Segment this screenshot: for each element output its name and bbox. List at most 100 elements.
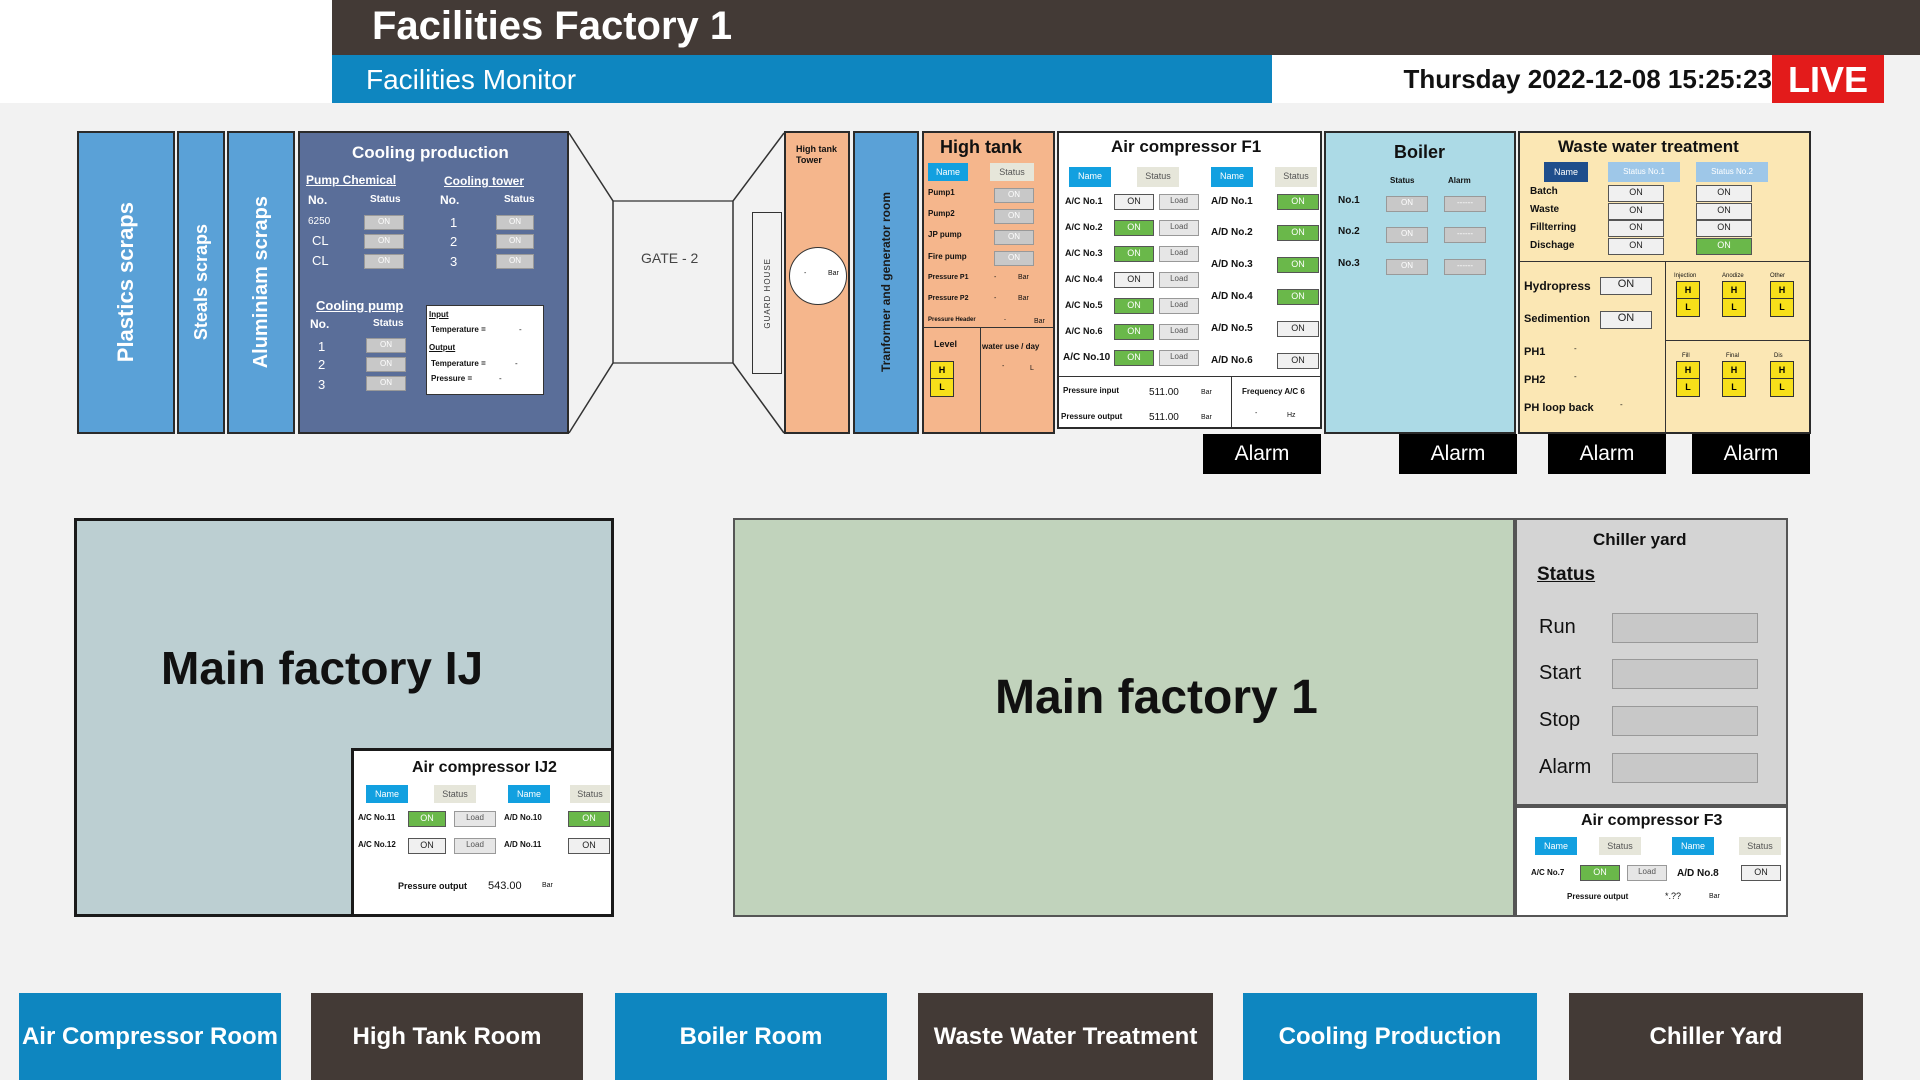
level-low: L	[1685, 302, 1691, 312]
waste-title: Waste water treatment	[1558, 137, 1739, 156]
level-high: H	[1723, 282, 1745, 299]
boiler-status-button[interactable]: ON	[1386, 259, 1428, 275]
ac-load-button[interactable]: Load	[1159, 220, 1199, 236]
aluminium-scraps-area[interactable]: Aluminiam scraps	[227, 131, 295, 434]
chiller-yard-panel[interactable]: Chiller yard Status Run Start Stop Alarm	[1515, 518, 1788, 806]
ac-status-button[interactable]: ON	[1114, 272, 1154, 288]
waste-status2-button[interactable]: ON	[1696, 238, 1752, 255]
nav-chiller-yard[interactable]: Chiller Yard	[1569, 993, 1863, 1080]
tank-status-button[interactable]: ON	[994, 230, 1034, 245]
ac-load-button[interactable]: Load	[1627, 865, 1667, 881]
waste-water-panel[interactable]: Waste water treatment Name Status No.1 S…	[1518, 131, 1811, 434]
ac-status-button[interactable]: ON	[408, 838, 446, 854]
chem-status-button[interactable]: ON	[364, 234, 404, 249]
ac-load-button[interactable]: Load	[1159, 324, 1199, 340]
tank-status-button[interactable]: ON	[994, 209, 1034, 224]
alarm-button-air-compressor[interactable]: Alarm	[1203, 434, 1321, 474]
pressure-header-value: -	[1004, 317, 1006, 323]
pump-status-button[interactable]: ON	[366, 357, 406, 372]
boiler-title: Boiler	[1394, 142, 1446, 162]
chiller-start-status	[1612, 659, 1758, 689]
ac-status-button[interactable]: ON	[1114, 194, 1154, 210]
nav-air-compressor-room[interactable]: Air Compressor Room	[19, 993, 281, 1080]
tank-status-button[interactable]: ON	[994, 188, 1034, 203]
ac-status-button[interactable]: ON	[1114, 350, 1154, 366]
high-tank-tower-panel[interactable]: High tank Tower - Bar	[784, 131, 850, 434]
logo-area	[0, 0, 332, 103]
ac-load-button[interactable]: Load	[1159, 246, 1199, 262]
ac-label: A/C No.12	[358, 840, 396, 849]
ac-load-button[interactable]: Load	[1159, 298, 1199, 314]
ad-status-button[interactable]: ON	[1277, 289, 1319, 305]
output-label: Output	[429, 343, 456, 352]
waste-status2-button[interactable]: ON	[1696, 220, 1752, 237]
pump-status-button[interactable]: ON	[366, 376, 406, 391]
guard-house-label: GUARD HOUSE	[762, 257, 772, 329]
name-header: Name	[928, 163, 968, 181]
ac-status-button[interactable]: ON	[1580, 865, 1620, 881]
pressure-gauge: - Bar	[789, 247, 847, 305]
tower-status-button[interactable]: ON	[496, 254, 534, 269]
temperature-label: Temperature =	[431, 359, 486, 368]
alarm-button-waste-2[interactable]: Alarm	[1692, 434, 1810, 474]
ac-load-button[interactable]: Load	[1159, 272, 1199, 288]
ph2-value: -	[1574, 372, 1577, 381]
pump-status-button[interactable]: ON	[366, 338, 406, 353]
alarm-button-boiler[interactable]: Alarm	[1399, 434, 1517, 474]
nav-high-tank-room[interactable]: High Tank Room	[311, 993, 583, 1080]
ac-load-button[interactable]: Load	[454, 811, 496, 827]
chem-status-button[interactable]: ON	[364, 254, 404, 269]
ac-status-button[interactable]: ON	[1114, 298, 1154, 314]
cooling-production-panel[interactable]: Cooling production Pump Chemical Cooling…	[298, 131, 569, 434]
sedimention-status-button[interactable]: ON	[1600, 311, 1652, 329]
waste-status1-button[interactable]: ON	[1608, 220, 1664, 237]
ad-status-button[interactable]: ON	[568, 811, 610, 827]
chem-status-button[interactable]: ON	[364, 215, 404, 230]
guard-house[interactable]: GUARD HOUSE	[752, 212, 782, 374]
waste-status1-button[interactable]: ON	[1608, 185, 1664, 202]
ac-status-button[interactable]: ON	[1114, 324, 1154, 340]
ac-load-button[interactable]: Load	[1159, 194, 1199, 210]
ac-status-button[interactable]: ON	[408, 811, 446, 827]
chiller-title: Chiller yard	[1593, 530, 1687, 549]
boiler-status-button[interactable]: ON	[1386, 227, 1428, 243]
plastics-scraps-area[interactable]: Plastics scraps	[77, 131, 175, 434]
waste-status1-button[interactable]: ON	[1608, 238, 1664, 255]
nav-cooling-production[interactable]: Cooling Production	[1243, 993, 1537, 1080]
boiler-panel[interactable]: Boiler Status Alarm No.1 No.2 No.3 ON ON…	[1324, 131, 1516, 434]
boiler-status-button[interactable]: ON	[1386, 196, 1428, 212]
waste-status1-button[interactable]: ON	[1608, 203, 1664, 220]
tower-status-button[interactable]: ON	[496, 234, 534, 249]
tank-status-button[interactable]: ON	[994, 251, 1034, 266]
high-tank-panel[interactable]: High tank Name Status Pump1 Pump2 JP pum…	[922, 131, 1055, 434]
nav-waste-water-treatment[interactable]: Waste Water Treatment	[918, 993, 1213, 1080]
tower-status-button[interactable]: ON	[496, 215, 534, 230]
ad-status-button[interactable]: ON	[1741, 865, 1781, 881]
air-compressor-f1-panel[interactable]: Air compressor F1 Name Status Name Statu…	[1057, 131, 1322, 429]
air-compressor-f3-panel[interactable]: Air compressor F3 Name Status Name Statu…	[1515, 806, 1788, 917]
boiler-row: No.1	[1338, 195, 1360, 206]
ad-status-button[interactable]: ON	[1277, 321, 1319, 337]
steels-scraps-area[interactable]: Steals scraps	[177, 131, 225, 434]
ad-status-button[interactable]: ON	[1277, 225, 1319, 241]
waste-status2-button[interactable]: ON	[1696, 203, 1752, 220]
nav-boiler-room[interactable]: Boiler Room	[615, 993, 887, 1080]
chiller-row-label: Alarm	[1539, 756, 1592, 778]
col-no: No.	[308, 193, 328, 207]
ad-status-button[interactable]: ON	[568, 838, 610, 854]
air-compressor-ij2-panel[interactable]: Air compressor IJ2 Name Status Name Stat…	[351, 748, 614, 917]
main-factory-1-area[interactable]: Main factory 1	[733, 518, 1515, 917]
ad-status-button[interactable]: ON	[1277, 257, 1319, 273]
ac-load-button[interactable]: Load	[454, 838, 496, 854]
ad-status-button[interactable]: ON	[1277, 194, 1319, 210]
frequency-unit: Hz	[1287, 412, 1296, 419]
ac-load-button[interactable]: Load	[1159, 350, 1199, 366]
boiler-row: No.2	[1338, 226, 1360, 237]
ac-status-button[interactable]: ON	[1114, 246, 1154, 262]
transformer-room-panel[interactable]: Tranformer and generator room	[853, 131, 919, 434]
ac-status-button[interactable]: ON	[1114, 220, 1154, 236]
hydropress-status-button[interactable]: ON	[1600, 277, 1652, 295]
ad-status-button[interactable]: ON	[1277, 353, 1319, 369]
waste-status2-button[interactable]: ON	[1696, 185, 1752, 202]
alarm-button-waste[interactable]: Alarm	[1548, 434, 1666, 474]
